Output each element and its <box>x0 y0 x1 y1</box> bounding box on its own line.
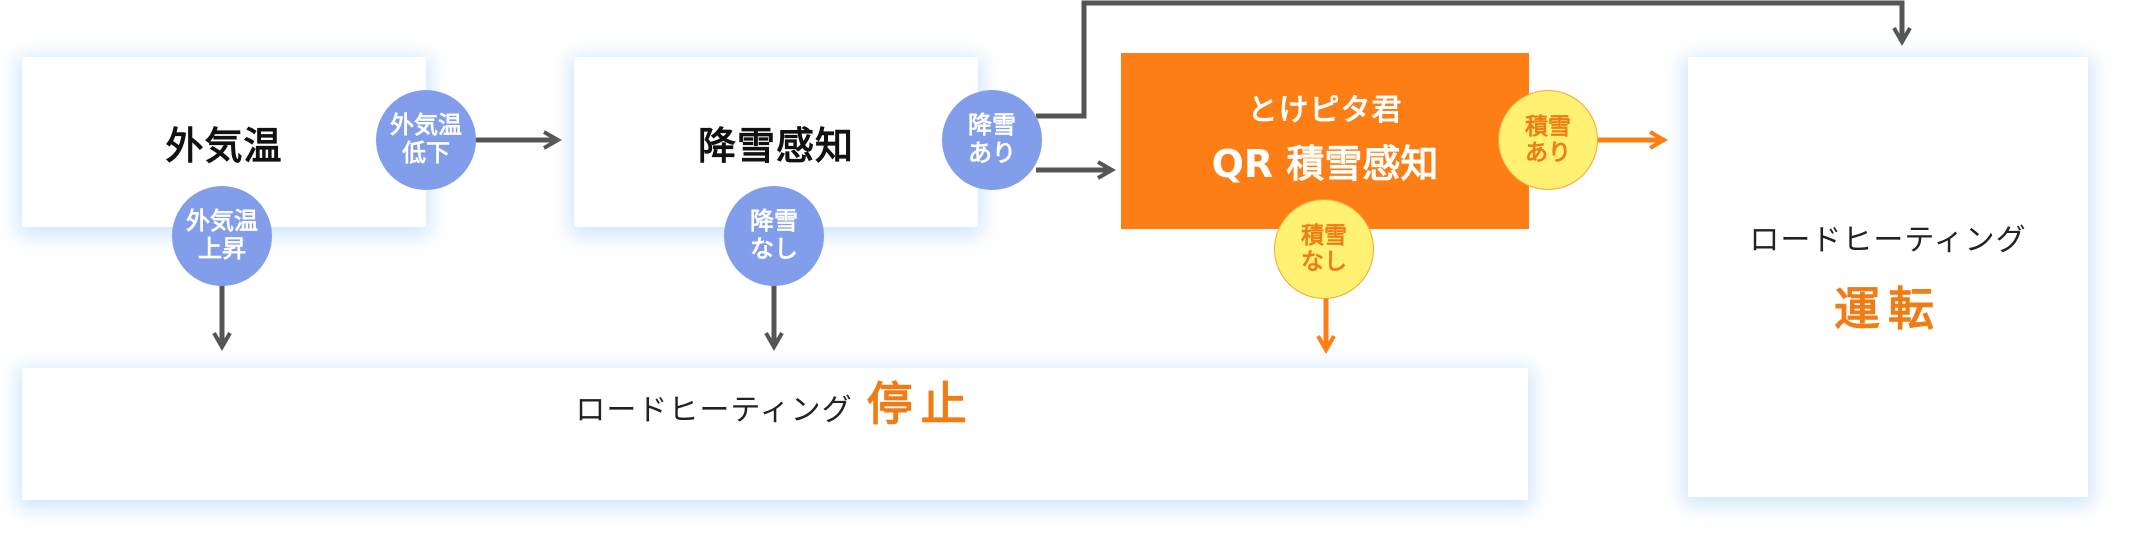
badge-temp-down: 外気温 低下 <box>376 90 476 190</box>
badge-accum-yes-line2: あり <box>1525 140 1571 166</box>
badge-snow-no-line2: なし <box>750 235 798 263</box>
node-sensor: とけピタ君 QR 積雪感知 <box>1121 53 1529 229</box>
badge-accum-yes-line1: 積雪 <box>1525 113 1571 140</box>
badge-snow-yes-line1: 降雪 <box>968 111 1016 140</box>
badge-accum-no-line1: 積雪 <box>1301 222 1347 249</box>
badge-snow-no-line1: 降雪 <box>750 207 798 236</box>
result-run-label: ロードヒーティング <box>1749 223 2027 258</box>
badge-accum-no: 積雪 なし <box>1274 199 1374 299</box>
badge-snow-yes: 降雪 あり <box>942 90 1042 190</box>
badge-temp-up: 外気温 上昇 <box>172 186 272 286</box>
badge-snow-yes-line2: あり <box>968 139 1016 167</box>
badge-snow-no: 降雪 なし <box>724 186 824 286</box>
node-snow-detect-title: 降雪感知 <box>697 123 854 168</box>
result-stop-state: 停止 <box>866 377 975 431</box>
badge-temp-up-line2: 上昇 <box>198 235 246 263</box>
result-stop-label: ロードヒーティング <box>575 393 853 428</box>
badge-temp-down-line2: 低下 <box>402 139 450 167</box>
node-outside-temp-title: 外気温 <box>165 123 283 168</box>
result-run-state: 運転 <box>1834 282 1942 336</box>
badge-accum-no-line2: なし <box>1301 249 1347 275</box>
brand-logo-text: とけピタ君 <box>1247 93 1403 128</box>
badge-accum-yes: 積雪 あり <box>1498 90 1598 190</box>
arrow-snow-to-run-top <box>1036 0 1912 119</box>
result-run: ロードヒーティング 運転 <box>1688 57 2088 497</box>
badge-temp-up-line1: 外気温 <box>186 207 258 236</box>
node-sensor-title: QR 積雪感知 <box>1211 142 1439 186</box>
result-stop: ロードヒーティング 停止 <box>22 368 1528 500</box>
badge-temp-down-line1: 外気温 <box>390 111 462 140</box>
